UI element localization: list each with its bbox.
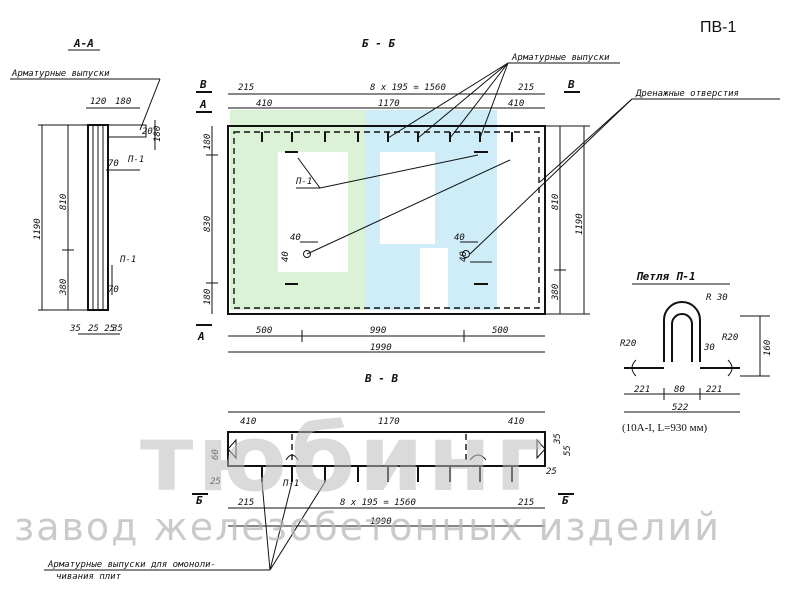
dim-25-vv: 25 bbox=[210, 477, 221, 487]
dim-380-bb: 380 bbox=[551, 284, 561, 301]
dim-55-vv: 55 bbox=[563, 445, 573, 456]
section-b-b-title: Б - Б bbox=[362, 37, 395, 50]
dim-2525-aa: 25 25 bbox=[88, 324, 115, 334]
dim-215-vv-left: 215 bbox=[238, 498, 254, 508]
dim-215-bb-right: 215 bbox=[518, 83, 534, 93]
marker-a-left-top: А bbox=[199, 98, 207, 111]
marker-b-right: Б bbox=[562, 494, 569, 507]
label-rebar-outlets-aa: Арматурные выпуски bbox=[11, 69, 110, 79]
dim-r20-right: R20 bbox=[722, 333, 738, 343]
dim-r30: R 30 bbox=[706, 293, 728, 303]
marker-b-left: Б bbox=[196, 494, 203, 507]
dim-500-bb-right: 500 bbox=[492, 326, 508, 336]
dim-40-bb-b: 40 bbox=[454, 233, 465, 243]
dim-1170-bb: 1170 bbox=[378, 99, 400, 109]
dim-25-vv-right: 25 bbox=[546, 467, 557, 477]
dim-160-loop: 160 bbox=[763, 340, 773, 356]
dim-990-bb: 990 bbox=[370, 326, 386, 336]
marker-a-left-bottom: А bbox=[197, 330, 205, 343]
loop-p1-detail: Петля П-1 R 30 R20 R20 30 160 221 80 221… bbox=[620, 270, 773, 434]
dim-180-bb-top: 180 bbox=[203, 134, 213, 150]
dim-120-aa: 120 bbox=[90, 97, 106, 107]
loop-title: Петля П-1 bbox=[636, 270, 696, 283]
label-p1-vv: П-1 bbox=[282, 479, 299, 489]
dim-221-right: 221 bbox=[706, 385, 722, 395]
dim-70-aa: 70 bbox=[108, 159, 119, 169]
dim-60-vv: 60 bbox=[211, 449, 221, 460]
label-p1-bb: П-1 bbox=[295, 177, 312, 187]
dim-20-aa: 20 bbox=[142, 127, 153, 137]
dim-410-vv-left: 410 bbox=[240, 417, 256, 427]
dim-500-bb-left: 500 bbox=[256, 326, 272, 336]
section-b-b: Б - Б В В А А 215 8 х 195 = 1560 215 410… bbox=[196, 37, 780, 353]
dim-80-loop: 80 bbox=[674, 385, 685, 395]
dim-1990-vv: 1990 bbox=[370, 517, 392, 527]
dim-215-bb-left: 215 bbox=[238, 83, 254, 93]
dim-830-bb: 830 bbox=[203, 216, 213, 232]
dim-1170-vv: 1170 bbox=[378, 417, 400, 427]
dim-410-bb-right: 410 bbox=[508, 99, 524, 109]
section-v-v-title: В - В bbox=[364, 372, 398, 385]
logo-background bbox=[230, 110, 497, 310]
marker-v-right: В bbox=[567, 78, 575, 91]
dim-40-bb-a: 40 bbox=[290, 233, 301, 243]
dim-221-left: 221 bbox=[634, 385, 650, 395]
section-a-a: А-А Арматурные выпуски 120 180 20 180 70… bbox=[10, 37, 163, 335]
dim-810-aa: 810 bbox=[59, 194, 69, 210]
section-a-a-title: А-А bbox=[73, 37, 94, 50]
dim-1190-bb: 1190 bbox=[575, 213, 585, 235]
section-v-v: В - В 410 1170 410 П-1 60 25 35 55 25 Б bbox=[44, 372, 574, 582]
dim-810-bb: 810 bbox=[551, 194, 561, 210]
dim-35-vv: 35 bbox=[553, 433, 563, 445]
dim-40-bb-c: 40 bbox=[281, 251, 291, 262]
dim-30-loop: 30 bbox=[703, 343, 715, 353]
loop-note: (10А-I, L=930 мм) bbox=[622, 422, 708, 434]
dim-r20-left: R20 bbox=[620, 339, 636, 349]
dim-40-bb-d: 40 bbox=[459, 251, 469, 262]
label-p1-aa-top: П-1 bbox=[127, 155, 144, 165]
label-monolith-line2: чивания плит bbox=[56, 572, 122, 582]
watermark-tagline: завод железобетонных изделий bbox=[14, 505, 721, 549]
label-monolith-line1: Арматурные выпуски для омоноли- bbox=[47, 560, 216, 570]
label-p1-aa-bottom: П-1 bbox=[119, 255, 136, 265]
watermark-brand: тюбинг bbox=[140, 405, 547, 512]
dim-70-aa-bottom: 70 bbox=[108, 285, 119, 295]
dim-215-vv-right: 215 bbox=[518, 498, 534, 508]
dim-35-aa-left: 35 bbox=[69, 324, 81, 334]
dim-1990-bb: 1990 bbox=[370, 343, 392, 353]
dim-180-aa: 180 bbox=[115, 97, 131, 107]
dim-380-aa: 380 bbox=[59, 279, 69, 296]
dim-1190-aa: 1190 bbox=[33, 218, 43, 240]
label-drain-holes: Дренажные отверстия bbox=[635, 89, 739, 99]
watermark: тюбинг завод железобетонных изделий bbox=[14, 405, 721, 549]
dim-8x195-bb: 8 х 195 = 1560 bbox=[370, 83, 446, 93]
sheet-code: ПВ-1 bbox=[700, 19, 737, 36]
label-rebar-outlets-bb: Арматурные выпуски bbox=[511, 53, 610, 63]
dim-180-bb-bottom: 180 bbox=[203, 289, 213, 305]
marker-v-left: В bbox=[199, 78, 207, 91]
dim-410-vv-right: 410 bbox=[508, 417, 524, 427]
dim-410-bb-left: 410 bbox=[256, 99, 272, 109]
dim-35-aa-right: 35 bbox=[111, 324, 123, 334]
dim-180-aa-right: 180 bbox=[153, 126, 163, 142]
dim-8x195-vv: 8 х 195 = 1560 bbox=[340, 498, 416, 508]
dim-522-loop: 522 bbox=[672, 403, 688, 413]
